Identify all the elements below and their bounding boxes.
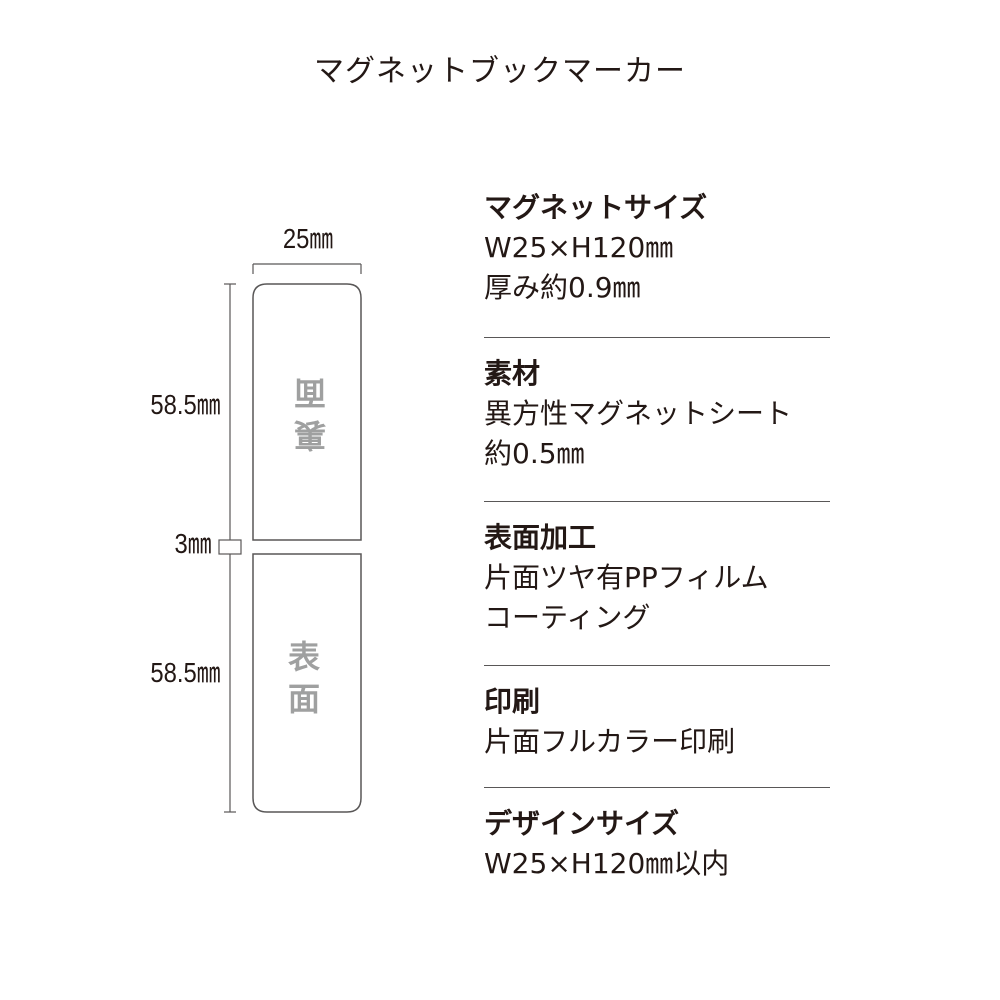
spec-group-surface-finish: 表面加工 片面ツヤ有PPフィルム コーティング <box>484 502 830 666</box>
spec-group-magnet-size: マグネットサイズ W25×H120㎜ 厚み約0.9㎜ <box>484 186 830 338</box>
front-panel <box>252 553 362 813</box>
front-label: 表面 <box>288 638 326 718</box>
gap-marker <box>218 539 242 555</box>
spec-heading: 表面加工 <box>484 521 597 554</box>
spec-line: 片面ツヤ有PPフィルム <box>484 561 769 594</box>
back-label: 裏面 <box>288 374 326 454</box>
spec-line: W25×H120㎜以内 <box>484 847 730 880</box>
panel-label-char: 面 <box>288 680 326 718</box>
panel-label-char: 面 <box>288 374 326 412</box>
spec-line: 異方性マグネットシート <box>484 397 793 430</box>
spec-line: 片面フルカラー印刷 <box>484 725 736 758</box>
back-panel <box>252 283 362 541</box>
spec-group-design-size: デザインサイズ W25×H120㎜以内 <box>484 788 830 884</box>
spec-line: 約0.5㎜ <box>484 437 585 470</box>
width-dimension-line <box>252 263 362 274</box>
spec-list: マグネットサイズ W25×H120㎜ 厚み約0.9㎜ 素材 異方性マグネットシー… <box>484 186 830 884</box>
page-title: マグネットブックマーカー <box>314 54 686 89</box>
gap-height-label: 3㎜ <box>174 528 212 559</box>
spec-heading: マグネットサイズ <box>484 191 708 224</box>
spec-line: 厚み約0.9㎜ <box>484 271 641 304</box>
spec-heading: 素材 <box>484 357 541 390</box>
lower-height-label: 58.5㎜ <box>149 657 220 688</box>
spec-heading: デザインサイズ <box>484 807 680 840</box>
panel-label-char: 裏 <box>288 416 326 454</box>
panel-label-char: 表 <box>288 638 326 676</box>
upper-height-label: 58.5㎜ <box>149 389 220 420</box>
spec-line: コーティング <box>484 601 651 634</box>
spec-group-printing: 印刷 片面フルカラー印刷 <box>484 666 830 788</box>
spec-group-material: 素材 異方性マグネットシート 約0.5㎜ <box>484 338 830 502</box>
spec-heading: 印刷 <box>484 685 541 718</box>
spec-line: W25×H120㎜ <box>484 231 674 264</box>
width-dimension-label: 25㎜ <box>282 223 334 254</box>
